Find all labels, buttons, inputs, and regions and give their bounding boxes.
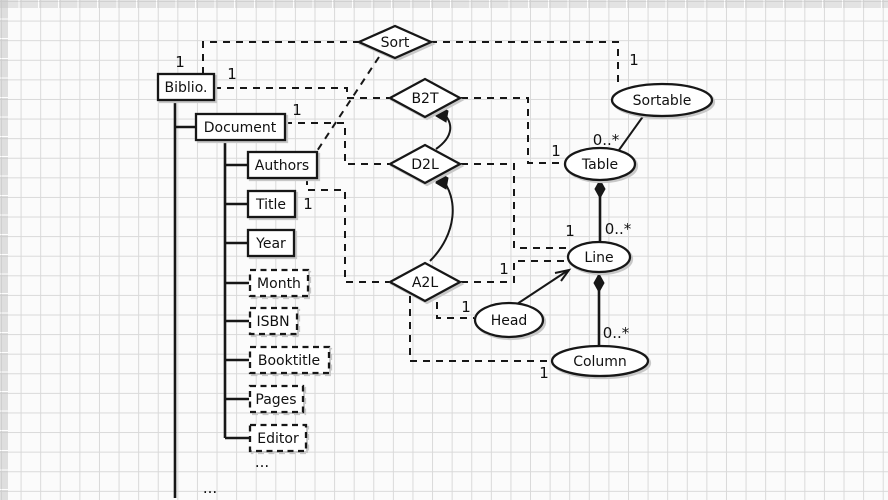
document-box — [194, 112, 287, 142]
sortable-ellipse — [610, 82, 714, 118]
node-table: Table — [563, 146, 637, 182]
node-head: Head — [473, 301, 545, 339]
mapping-edges — [202, 41, 619, 362]
mult-sortable-table: 0..* — [593, 131, 620, 149]
editor-label: Editor — [257, 431, 299, 447]
mult-a2l-head: 1 — [461, 298, 471, 316]
sortable-label: Sortable — [633, 93, 692, 109]
edge-sort-sortable — [430, 41, 619, 85]
month-label: Month — [257, 276, 301, 292]
b2t-diamond — [387, 77, 463, 119]
mult-sort-biblio: 1 — [175, 53, 185, 71]
node-document: Document — [194, 112, 287, 142]
a2l-diamond — [387, 261, 463, 303]
edge-biblio-b2t — [214, 87, 389, 99]
booktitle-box — [248, 345, 331, 375]
node-a2l: A2L — [387, 261, 463, 303]
node-pages: Pages — [248, 384, 305, 414]
node-isbn: ISBN — [248, 306, 299, 336]
column-ellipse — [550, 344, 650, 378]
title-label: Title — [255, 197, 286, 213]
edge-a2l-line — [461, 260, 567, 283]
edge-d2l-line — [461, 163, 567, 249]
mult-a2l-line: 1 — [499, 260, 509, 278]
month-box — [248, 268, 310, 298]
sort-label: Sort — [381, 35, 410, 51]
edge-sort-biblio — [202, 41, 360, 73]
document-label: Document — [204, 120, 277, 136]
biblio-label: Biblio. — [165, 80, 208, 96]
edge-sort-authors — [316, 56, 380, 152]
mult-authors-a2l: 1 — [303, 195, 313, 213]
biblio-children-ellipsis: ... — [203, 479, 217, 497]
table-label: Table — [581, 157, 618, 173]
paper-top-margin — [0, 0, 888, 8]
mult-b2t-table: 1 — [551, 142, 561, 160]
node-editor: Editor — [248, 423, 308, 453]
year-label: Year — [255, 236, 286, 252]
line-label: Line — [584, 250, 613, 266]
paper-left-margin — [0, 0, 8, 500]
composition-diamond-table — [594, 178, 606, 200]
mult-a2l-column: 1 — [539, 364, 549, 382]
column-label: Column — [573, 354, 627, 370]
editor-box — [248, 423, 308, 453]
node-line: Line — [566, 240, 632, 274]
edge-d2l-a2l — [429, 177, 454, 262]
node-month: Month — [248, 268, 310, 298]
mult-document-d2l: 1 — [292, 101, 302, 119]
node-biblio: Biblio. — [156, 72, 216, 102]
title-box — [246, 189, 297, 219]
node-sort: Sort — [356, 24, 434, 60]
node-b2t: B2T — [387, 77, 463, 119]
mult-table-line: 0..* — [605, 220, 632, 238]
line-ellipse — [566, 240, 632, 274]
solid-edges — [429, 104, 645, 345]
mult-sort-sortable: 1 — [629, 51, 639, 69]
d2l-diamond — [387, 143, 463, 185]
pages-box — [248, 384, 305, 414]
booktitle-label: Booktitle — [258, 353, 320, 369]
node-year: Year — [246, 228, 296, 258]
edge-b2t-table — [461, 97, 564, 164]
pages-label: Pages — [255, 392, 296, 408]
document-children-ellipsis: ... — [255, 453, 269, 471]
mult-biblio-b2t: 1 — [227, 65, 237, 83]
node-column: Column — [550, 344, 650, 378]
node-booktitle: Booktitle — [248, 345, 331, 375]
node-sortable: Sortable — [610, 82, 714, 118]
mult-d2l-line: 1 — [565, 222, 575, 240]
node-authors: Authors — [246, 150, 319, 180]
isbn-box — [248, 306, 299, 336]
head-label: Head — [491, 313, 528, 329]
d2l-label: D2L — [411, 157, 439, 173]
year-box — [246, 228, 296, 258]
b2t-label: B2T — [411, 91, 439, 107]
table-ellipse — [563, 146, 637, 182]
node-d2l: D2L — [387, 143, 463, 185]
mult-line-column: 0..* — [603, 324, 630, 342]
multiplicity-labels: 1 1 1 1 1 1 0..* 0..* 1 1 1 0..* 1 — [175, 51, 639, 382]
composition-diamond-line — [593, 272, 605, 294]
edge-document-d2l — [285, 122, 389, 165]
authors-box — [246, 150, 319, 180]
tree-connectors — [173, 100, 249, 498]
authors-label: Authors — [255, 158, 309, 174]
edge-a2l-head — [436, 302, 474, 319]
node-title: Title — [246, 189, 297, 219]
biblio-box — [156, 72, 216, 102]
edge-a2l-column — [409, 296, 551, 362]
isbn-label: ISBN — [256, 314, 289, 330]
edge-authors-a2l — [306, 178, 389, 283]
a2l-label: A2L — [412, 275, 438, 291]
sort-diamond — [356, 24, 434, 60]
arrowhead-head-line — [554, 268, 572, 282]
head-ellipse — [473, 301, 545, 339]
edge-head-line — [513, 270, 568, 307]
edge-sortable-table — [618, 114, 645, 151]
